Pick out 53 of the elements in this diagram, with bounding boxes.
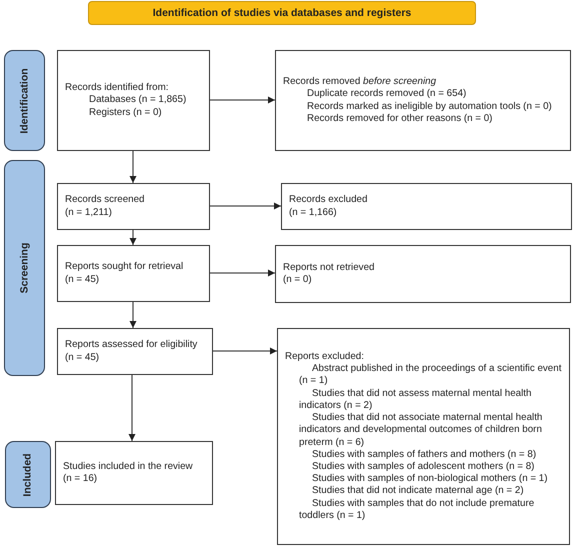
arrow	[130, 230, 136, 246]
box-text: Records removed for other reasons (n = 0)	[306, 112, 494, 125]
arrow	[210, 270, 276, 276]
box-text: (n = 1,166)	[289, 206, 338, 219]
process-box	[57, 245, 210, 302]
stage-label: Screening	[18, 242, 30, 294]
process-box	[275, 245, 571, 303]
box-text: (n = 45)	[65, 274, 100, 286]
box-text: Records marked as ineligible by automation tools (n = 0)	[306, 100, 553, 113]
box-text: Studies included in the review	[63, 460, 194, 473]
box-text: Studies with samples of fathers and mothers (n = 8)	[311, 448, 538, 461]
process-box	[57, 328, 213, 375]
stage-label: Identification	[18, 68, 30, 134]
stage-label-box	[5, 441, 51, 508]
box-text: Databases (n = 1,865)	[88, 94, 188, 107]
process-box	[277, 328, 570, 545]
box-text: Reports not retrieved	[283, 262, 376, 274]
box-text: Records identified from:	[65, 82, 170, 94]
process-box	[55, 441, 213, 505]
stage-label-box	[4, 50, 45, 151]
box-text: (n = 45)	[65, 352, 100, 364]
box-text: Studies with samples that do not include premature toddlers (n = 1)	[298, 498, 536, 522]
arrow	[128, 374, 136, 442]
box-text: Studies with samples of adolescent mothers (n = 8)	[311, 460, 536, 474]
banner-box	[88, 1, 476, 25]
process-box	[275, 50, 571, 151]
box-text: (n = 1,211)	[65, 206, 113, 219]
box-text: Records screened	[65, 194, 146, 206]
box-text: Registers (n = 0)	[88, 106, 163, 119]
box-text: Reports sought for retrieval	[65, 261, 184, 274]
stage-label-box	[4, 160, 45, 376]
arrow	[130, 150, 136, 184]
box-text: (n = 16)	[63, 473, 98, 486]
box-text: Records removed before screening	[283, 76, 438, 88]
title-text: Identification of studies via databases and registers	[152, 7, 412, 19]
box-text: Reports assessed for eligibility	[65, 339, 198, 352]
process-box	[57, 183, 210, 230]
box-text: (n = 0)	[283, 274, 313, 286]
box-text: Studies with samples of non-biological mothers (n = 1)	[311, 473, 549, 486]
process-box	[281, 183, 572, 230]
box-text: Abstract published in the proceedings of a scientific event (n = 1)	[298, 363, 562, 388]
box-text: Studies that did not indicate maternal age (n = 2)	[311, 485, 525, 498]
box-text: Records excluded	[289, 194, 368, 206]
stage-label: Included	[22, 452, 34, 496]
arrow	[210, 96, 276, 104]
box-text: Studies that did not associate maternal mental health indicators and developmental outcomes of children born preterm (n = 6)	[298, 412, 544, 449]
arrow	[212, 348, 278, 354]
box-text: Reports excluded:	[285, 350, 365, 364]
arrow	[130, 302, 136, 328]
box-text: Duplicate records removed (n = 654)	[306, 88, 468, 100]
box-text: Studies that did not assess maternal mental health indicators (n = 2)	[298, 388, 532, 412]
arrow	[210, 202, 282, 210]
process-box	[57, 50, 210, 151]
